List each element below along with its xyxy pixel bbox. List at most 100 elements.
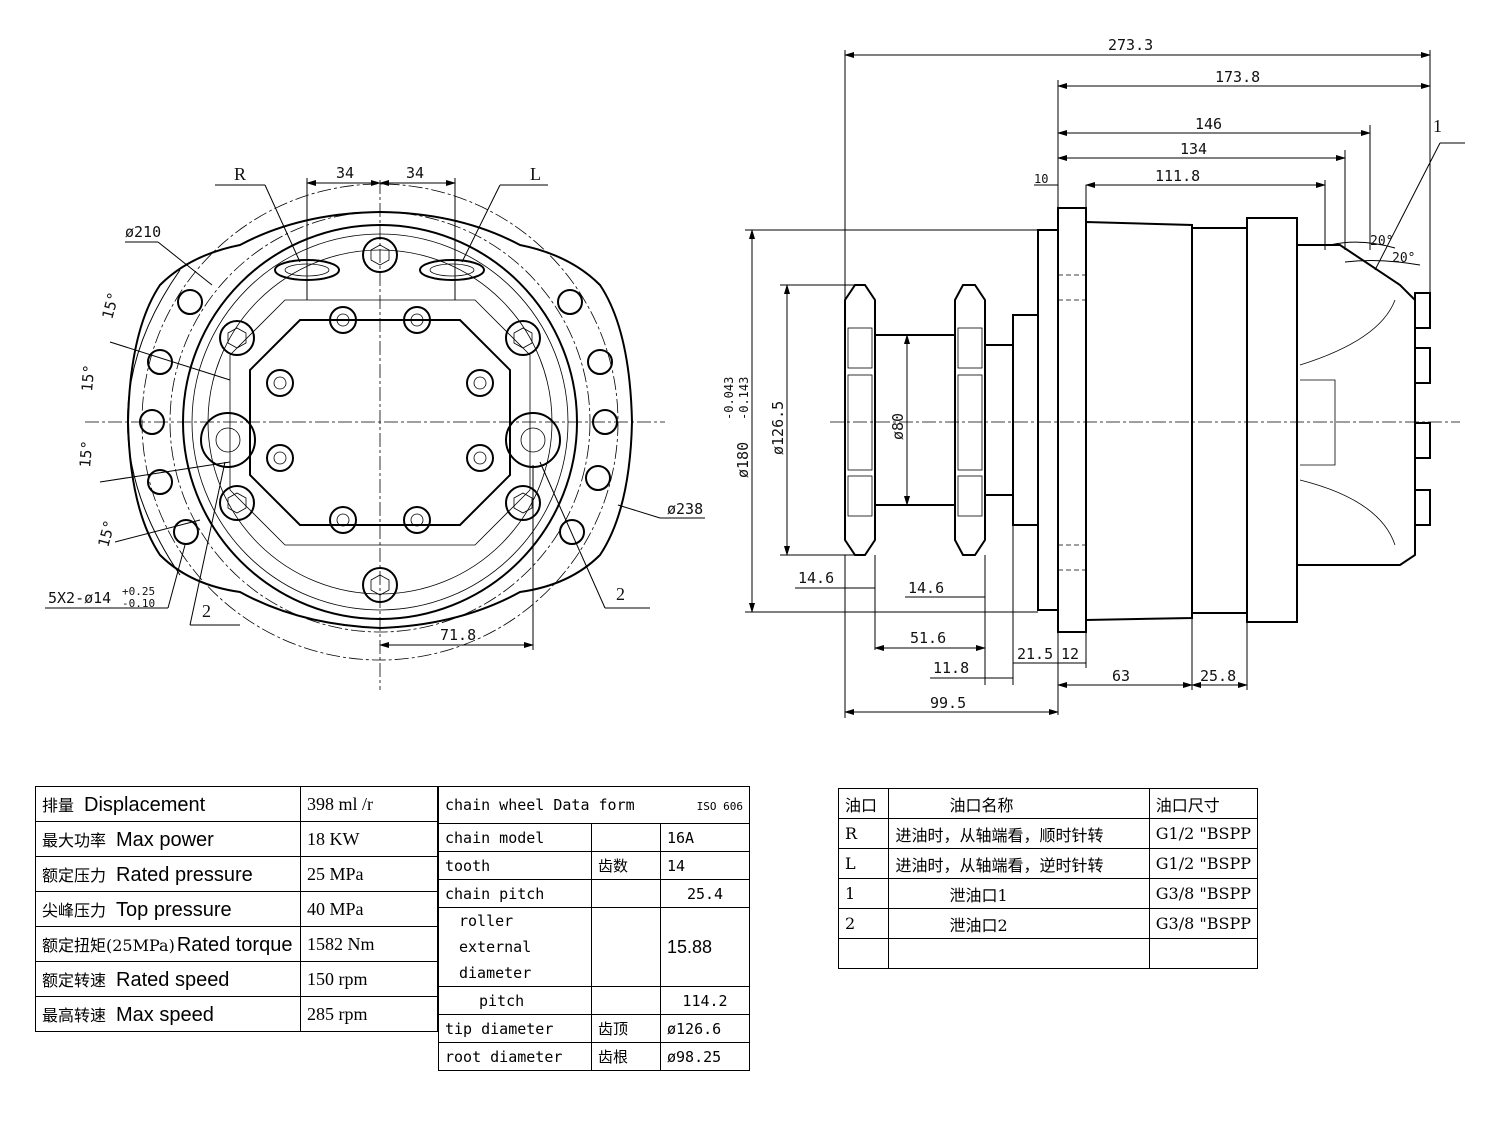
inner-bolts bbox=[266, 306, 494, 534]
drain-1-label: 1 bbox=[1433, 116, 1442, 136]
dia-80-label: ø80 bbox=[889, 413, 907, 440]
spec-en: Rated pressure bbox=[116, 863, 253, 886]
mounting-holes bbox=[139, 289, 618, 545]
chain-param-cn bbox=[591, 879, 661, 908]
dim-34-right: 34 bbox=[406, 164, 424, 182]
side-view: 273.3 173.8 146 134 111.8 10 1 20° 20° ø… bbox=[722, 36, 1465, 718]
spec-value: 398 ml /r bbox=[300, 786, 438, 822]
chain-wheel-table: chain wheel Data form ISO 606 chain mode… bbox=[438, 786, 750, 1071]
chain-param-value: 16A bbox=[660, 823, 750, 852]
dim-173-8: 173.8 bbox=[1215, 68, 1260, 86]
tol-b: -0.143 bbox=[737, 377, 751, 420]
table-row: L 进油时，从轴端看，逆时针转 G1/2 "BSPP bbox=[837, 848, 1259, 879]
chain-param-cn: 齿根 bbox=[591, 1042, 661, 1071]
chain-param-name: roller external diameter bbox=[438, 907, 592, 987]
tol-lower: -0.10 bbox=[122, 597, 155, 610]
table-row: chain model 16A bbox=[438, 823, 750, 852]
chain-param-value: ø126.6 bbox=[660, 1014, 750, 1043]
table-row: tooth 齿数 14 bbox=[438, 851, 750, 880]
tol-upper: +0.25 bbox=[122, 585, 155, 598]
chain-table-title: chain wheel Data form bbox=[445, 796, 635, 814]
dim-63: 63 bbox=[1112, 667, 1130, 685]
front-view: 34 34 R L ø210 15° 15° 15° 15° 5X2-ø14 +… bbox=[45, 164, 705, 690]
port-header-row: 油口 油口名称 油口尺寸 bbox=[837, 788, 1259, 819]
port-r-label: R bbox=[234, 164, 246, 184]
dim-14-6-b: 14.6 bbox=[908, 579, 944, 597]
chain-param-value: 114.2 bbox=[660, 986, 750, 1015]
port-size-header: 油口尺寸 bbox=[1148, 788, 1259, 819]
port-size: G1/2 "BSPP bbox=[1148, 848, 1259, 879]
chain-title-row: chain wheel Data form ISO 606 bbox=[438, 786, 750, 824]
chain-param-name: root diameter bbox=[438, 1042, 592, 1071]
dim-134: 134 bbox=[1180, 140, 1207, 158]
port-size bbox=[1148, 938, 1259, 969]
dim-10: 10 bbox=[1034, 172, 1048, 186]
spec-cn: 尖峰压力 bbox=[42, 900, 107, 920]
angle-20-a: 20° bbox=[1370, 234, 1393, 249]
port-l-label: L bbox=[530, 164, 541, 184]
technical-drawing: 34 34 R L ø210 15° 15° 15° 15° 5X2-ø14 +… bbox=[45, 36, 1465, 718]
chain-param-name: chain pitch bbox=[438, 879, 592, 908]
chain-param-name: tooth bbox=[438, 851, 592, 880]
table-row bbox=[837, 938, 1259, 969]
spec-en: Max speed bbox=[116, 1003, 214, 1026]
port-id: 2 bbox=[837, 908, 890, 939]
spec-value: 40 MPa bbox=[300, 891, 438, 927]
port-size: G3/8 "BSPP bbox=[1148, 908, 1259, 939]
table-row: tip diameter 齿顶 ø126.6 bbox=[438, 1014, 750, 1043]
chain-param-cn: 齿数 bbox=[591, 851, 661, 880]
dim-12: 12 bbox=[1061, 645, 1079, 663]
port-id: L bbox=[837, 848, 890, 879]
chain-param-cn bbox=[591, 907, 661, 987]
port-name: 泄油口1 bbox=[888, 878, 1150, 909]
dim-21-5: 21.5 bbox=[1017, 645, 1053, 663]
chain-param-value: 14 bbox=[660, 851, 750, 880]
dim-273-3: 273.3 bbox=[1108, 36, 1153, 54]
dim-71-8: 71.8 bbox=[440, 626, 476, 644]
port-table: 油口 油口名称 油口尺寸 R 进油时，从轴端看，顺时针转 G1/2 "BSPP … bbox=[837, 788, 1259, 969]
spec-cn: 额定扭矩(25MPa) bbox=[42, 935, 175, 955]
spec-cn: 额定转速 bbox=[42, 970, 107, 990]
table-row: roller external diameter 15.88 bbox=[438, 907, 750, 987]
port-id: 1 bbox=[837, 878, 890, 909]
spec-value: 1582 Nm bbox=[300, 926, 438, 962]
port-size: G3/8 "BSPP bbox=[1148, 878, 1259, 909]
dim-146: 146 bbox=[1195, 115, 1222, 133]
spec-en: Displacement bbox=[84, 793, 206, 816]
chain-param-value: ø98.25 bbox=[660, 1042, 750, 1071]
chain-param-cn bbox=[591, 823, 661, 852]
holes-label: 5X2-ø14 bbox=[48, 589, 111, 607]
angle-4: 15° bbox=[94, 518, 118, 549]
port-size: G1/2 "BSPP bbox=[1148, 818, 1259, 849]
hex-bolts bbox=[219, 237, 541, 603]
dia-126-5-label: ø126.5 bbox=[769, 401, 787, 455]
drain-2-right: 2 bbox=[616, 584, 625, 604]
spec-cn: 额定压力 bbox=[42, 865, 107, 885]
spec-row: 额定扭矩(25MPa)Rated torque 1582 Nm bbox=[35, 926, 438, 962]
angle-2: 15° bbox=[78, 364, 98, 393]
port-name: 泄油口2 bbox=[888, 908, 1150, 939]
spec-en: Rated torque bbox=[176, 933, 293, 956]
spec-en: Top pressure bbox=[116, 898, 232, 921]
spec-en: Rated speed bbox=[116, 968, 230, 991]
spec-cn: 最大功率 bbox=[42, 830, 107, 850]
dim-11-8: 11.8 bbox=[933, 659, 969, 677]
iso-standard: ISO 606 bbox=[696, 800, 743, 813]
dim-51-6: 51.6 bbox=[910, 629, 946, 647]
table-row: R 进油时，从轴端看，顺时针转 G1/2 "BSPP bbox=[837, 818, 1259, 849]
table-row: 1 泄油口1 G3/8 "BSPP bbox=[837, 878, 1259, 909]
dia-210-label: ø210 bbox=[125, 223, 161, 241]
angle-1: 15° bbox=[98, 290, 122, 321]
chain-param-cn bbox=[591, 986, 661, 1015]
dim-111-8: 111.8 bbox=[1155, 167, 1200, 185]
spec-cn: 最高转速 bbox=[42, 1005, 107, 1025]
chain-param-value: 15.88 bbox=[660, 907, 750, 987]
spec-row: 尖峰压力 Top pressure 40 MPa bbox=[35, 891, 438, 927]
port-id: R bbox=[837, 818, 890, 849]
